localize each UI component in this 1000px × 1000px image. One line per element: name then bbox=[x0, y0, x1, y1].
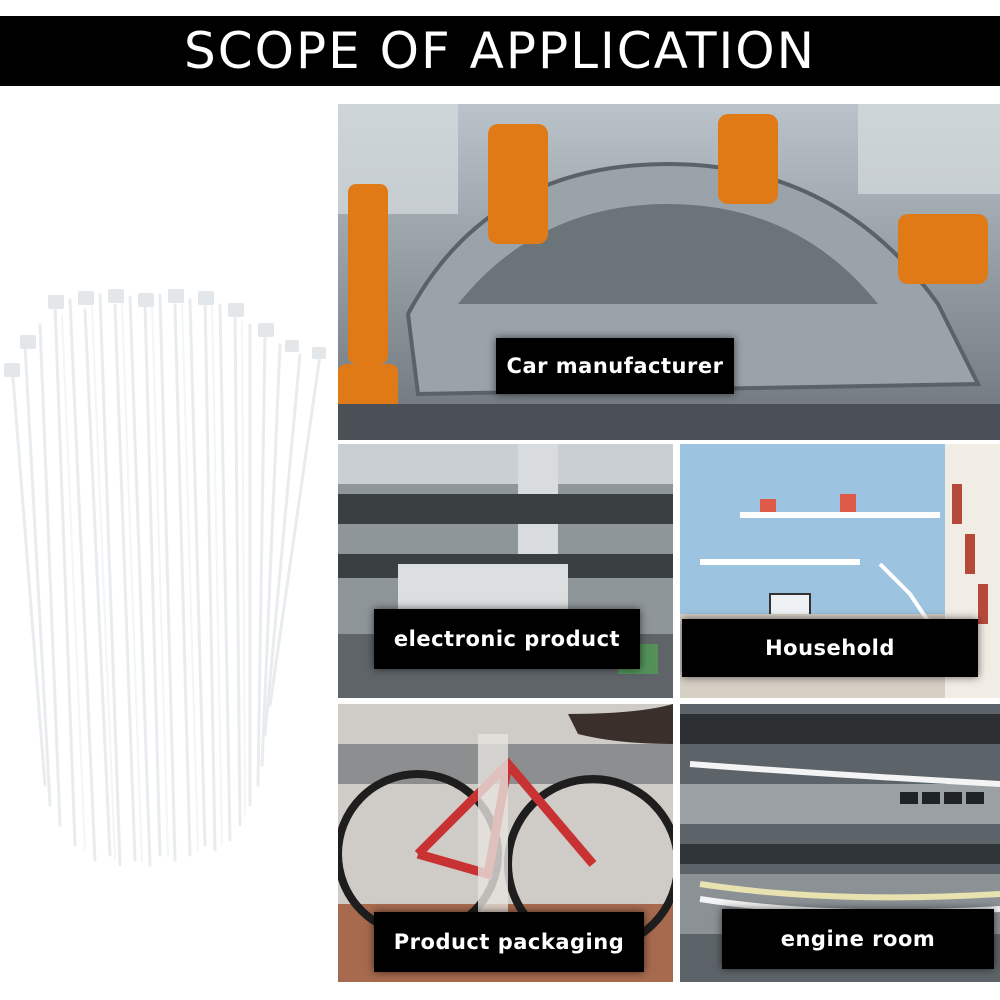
household-photo: Household bbox=[680, 444, 1000, 698]
engine-room-photo: engine room bbox=[680, 704, 1000, 982]
cable-ties-image bbox=[0, 285, 340, 875]
electronic-product-photo: electronic product bbox=[338, 444, 673, 698]
car-manufacturer-photo: Car manufacturer bbox=[338, 104, 1000, 440]
page-title-banner: SCOPE OF APPLICATION bbox=[0, 16, 1000, 86]
car-manufacturer-text: Car manufacturer bbox=[506, 354, 724, 378]
car-manufacturer-label: Car manufacturer bbox=[496, 338, 734, 394]
electronic-product-label: electronic product bbox=[374, 609, 640, 669]
product-packaging-photo: Product packaging bbox=[338, 704, 673, 982]
household-label: Household bbox=[682, 619, 978, 677]
page-title: SCOPE OF APPLICATION bbox=[183, 22, 817, 80]
product-packaging-label: Product packaging bbox=[374, 912, 644, 972]
engine-room-label: engine room bbox=[722, 909, 994, 969]
engine-room-text: engine room bbox=[780, 927, 936, 951]
electronic-product-text: electronic product bbox=[393, 627, 621, 651]
product-packaging-text: Product packaging bbox=[393, 930, 625, 954]
household-text: Household bbox=[765, 636, 895, 660]
